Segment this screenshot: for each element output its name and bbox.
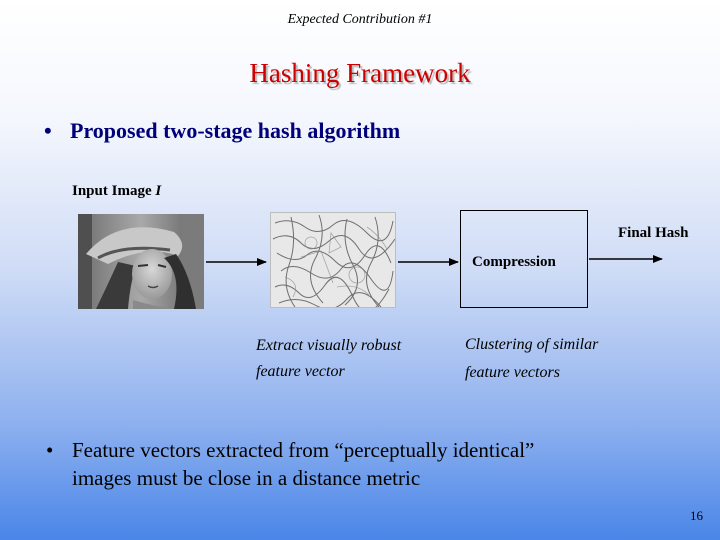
bullet-text: Proposed two-stage hash algorithm — [70, 118, 401, 143]
input-symbol: I — [155, 183, 162, 199]
feature-map-image — [270, 212, 396, 308]
compression-box — [460, 210, 588, 308]
bullet2-line-1: Feature vectors extracted from “perceptu… — [72, 438, 535, 462]
portrait-image — [78, 214, 204, 309]
bullet-marker: • — [46, 438, 54, 462]
input-label-text: Input Image — [72, 183, 156, 199]
cluster-caption-line-2: feature vectors — [465, 364, 560, 381]
slide-title: Hashing Framework — [249, 58, 471, 88]
cluster-caption-line-1: Clustering of similar — [465, 336, 599, 353]
input-photo — [78, 214, 204, 309]
cluster-caption: Clustering of similar feature vectors — [465, 331, 598, 387]
bullet-point-1: • Proposed two-stage hash algorithm — [44, 118, 400, 144]
bullet-point-2: • Feature vectors extracted from “percept… — [46, 436, 534, 492]
extract-caption-line-1: Extract visually robust — [256, 337, 402, 354]
feature-edges-image — [271, 213, 395, 307]
slide-subtitle: Expected Contribution #1 — [287, 12, 433, 27]
compression-label: Compression — [472, 254, 556, 270]
final-hash-label: Final Hash — [618, 225, 689, 241]
bullet2-line-2: images must be close in a distance metri… — [72, 466, 421, 490]
extract-caption: Extract visually robust feature vector — [256, 333, 401, 385]
input-image-label: Input Image I — [72, 183, 161, 200]
extract-caption-line-2: feature vector — [256, 363, 345, 380]
page-number: 16 — [690, 508, 703, 523]
bullet-marker: • — [44, 118, 52, 143]
